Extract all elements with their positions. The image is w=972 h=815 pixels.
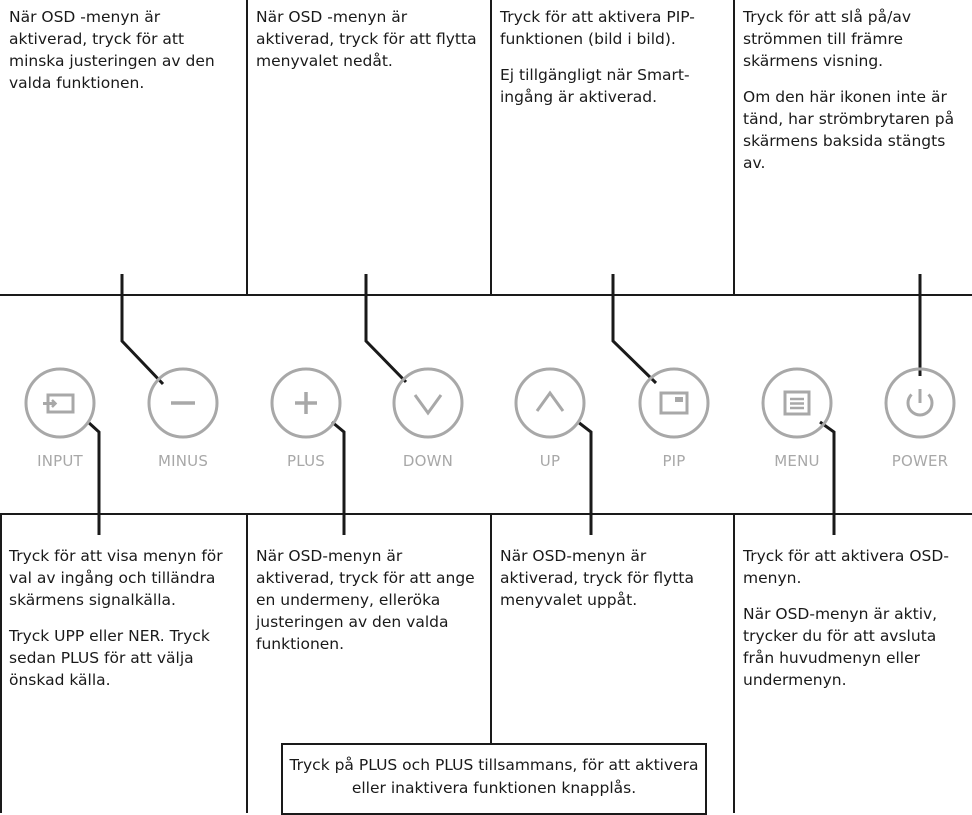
bottom-description-plus: När OSD-menyn är aktiverad, tryck för at… xyxy=(247,539,491,669)
power-icon xyxy=(884,367,956,439)
input-icon xyxy=(24,367,96,439)
description-text: När OSD-menyn är aktiv, trycker du för a… xyxy=(743,605,938,689)
description-text: Tryck för att aktivera OSD-menyn. xyxy=(743,547,949,587)
plus-button[interactable] xyxy=(269,366,343,440)
top-divider xyxy=(0,294,972,296)
top-description-pip: Tryck för att aktivera PIP-funktionen (b… xyxy=(491,0,734,122)
chevron-up-icon xyxy=(514,367,586,439)
minus-label: MINUS xyxy=(157,452,209,470)
chevron-down-icon xyxy=(392,367,464,439)
top-description-down: När OSD -menyn är aktiverad, tryck för a… xyxy=(247,0,491,86)
bottom-description-input: Tryck för att visa menyn för val av ingå… xyxy=(0,539,247,705)
description-text: När OSD -menyn är aktiverad, tryck för a… xyxy=(256,8,477,70)
column-divider xyxy=(490,0,492,295)
minus-icon xyxy=(147,367,219,439)
description-text: Tryck UPP eller NER. Tryck sedan PLUS fö… xyxy=(9,627,210,689)
description-text: Tryck för att slå på/av strömmen till fr… xyxy=(743,8,912,70)
description-text: Om den här ikonen inte är tänd, har strö… xyxy=(743,88,955,172)
up-label: UP xyxy=(539,452,561,470)
column-divider xyxy=(733,513,735,813)
menu-button[interactable] xyxy=(760,366,834,440)
bottom-description-up: När OSD-menyn är aktiverad, tryck för fl… xyxy=(491,539,734,625)
minus-button[interactable] xyxy=(146,366,220,440)
input-label: INPUT xyxy=(37,452,83,470)
keylock-note: Tryck på PLUS och PLUS tillsammans, för … xyxy=(281,743,707,815)
description-text: När OSD-menyn är aktiverad, tryck för fl… xyxy=(500,547,695,609)
menu-icon xyxy=(761,367,833,439)
pip-button[interactable] xyxy=(637,366,711,440)
description-text: När OSD-menyn är aktiverad, tryck för at… xyxy=(256,547,475,653)
column-divider xyxy=(490,513,492,813)
pip-label: PIP xyxy=(662,452,686,470)
description-text: Tryck för att visa menyn för val av ingå… xyxy=(9,547,223,609)
column-divider xyxy=(246,0,248,295)
power-label: POWER xyxy=(891,452,949,470)
up-button[interactable] xyxy=(513,366,587,440)
menu-label: MENU xyxy=(774,452,820,470)
top-description-power: Tryck för att slå på/av strömmen till fr… xyxy=(734,0,972,188)
down-label: DOWN xyxy=(402,452,454,470)
description-text: Ej tillgängligt när Smart-ingång är akti… xyxy=(500,66,690,106)
column-divider xyxy=(246,513,248,813)
top-description-minus: När OSD -menyn är aktiverad, tryck för a… xyxy=(0,0,247,108)
down-button[interactable] xyxy=(391,366,465,440)
power-button[interactable] xyxy=(883,366,957,440)
description-text: När OSD -menyn är aktiverad, tryck för a… xyxy=(9,8,215,92)
bottom-divider xyxy=(0,513,972,515)
column-divider xyxy=(733,0,735,295)
pip-icon xyxy=(638,367,710,439)
input-button[interactable] xyxy=(23,366,97,440)
description-text: Tryck för att aktivera PIP-funktionen (b… xyxy=(500,8,695,48)
plus-label: PLUS xyxy=(287,452,325,470)
bottom-description-menu: Tryck för att aktivera OSD-menyn. När OS… xyxy=(734,539,972,705)
edge-line xyxy=(0,513,2,813)
plus-icon xyxy=(270,367,342,439)
